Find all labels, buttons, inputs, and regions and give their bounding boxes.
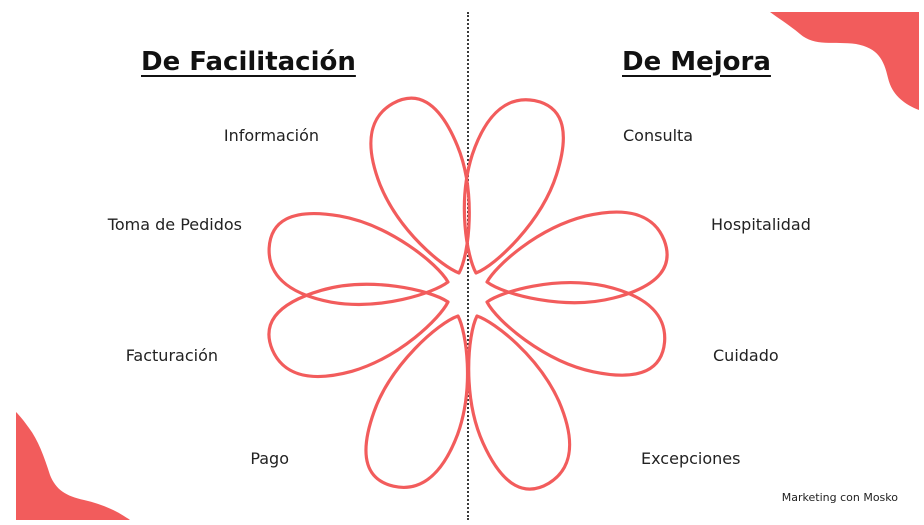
petal-left-pago [364, 314, 470, 489]
petal-right-excepciones [467, 314, 572, 491]
right-item-cuidado: Cuidado [713, 346, 779, 365]
top-right-blob-shape [770, 12, 919, 110]
right-item-hospitalidad: Hospitalidad [711, 215, 811, 234]
petal-left-toma-de-pedidos [267, 211, 450, 306]
right-item-consulta: Consulta [623, 126, 694, 145]
left-item-toma-de-pedidos: Toma de Pedidos [107, 215, 242, 234]
petal-right-consulta [462, 98, 565, 275]
petal-right-hospitalidad [485, 210, 669, 305]
petal-right-cuidado [485, 281, 667, 377]
left-item-facturacion: Facturación [125, 346, 218, 365]
left-item-pago: Pago [250, 449, 289, 468]
left-item-informacion: Información [223, 126, 319, 145]
heading-enhancement: De Mejora [622, 47, 771, 77]
center-dotted-divider [467, 12, 469, 520]
heading-facilitation: De Facilitación [141, 47, 356, 77]
petal-left-facturacion [267, 282, 450, 379]
credit-text: Marketing con Mosko [781, 491, 898, 504]
bottom-left-blob-shape [16, 412, 130, 520]
right-item-excepciones: Excepciones [641, 449, 741, 468]
petal-left-informacion [369, 96, 471, 275]
